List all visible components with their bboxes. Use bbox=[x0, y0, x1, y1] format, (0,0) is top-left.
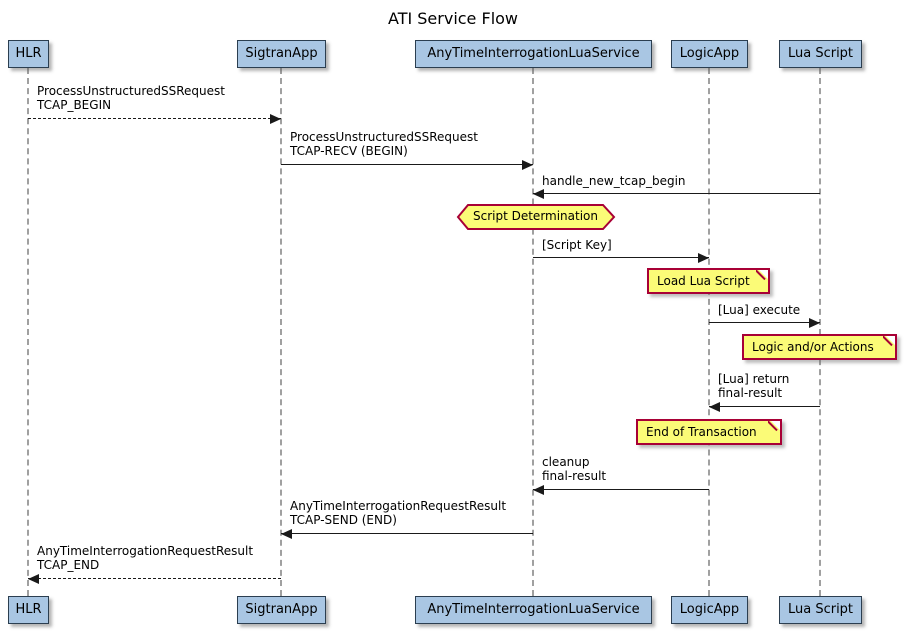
message-line-m4 bbox=[533, 257, 709, 258]
note-fold-edge-icon bbox=[756, 269, 769, 282]
message-line-m5 bbox=[709, 322, 820, 323]
participant-header-hlr[interactable]: HLR bbox=[8, 40, 49, 68]
message-label-m9: AnyTimeInterrogationRequestResult TCAP_E… bbox=[37, 544, 254, 572]
participant-footer-sigtranapp[interactable]: SigtranApp bbox=[237, 596, 326, 624]
lifeline-sigtranapp bbox=[280, 68, 282, 596]
participant-footer-hlr[interactable]: HLR bbox=[8, 596, 49, 624]
lifeline-logicapp bbox=[708, 68, 710, 596]
message-line-m7 bbox=[533, 489, 709, 490]
message-label-m7: cleanup final-result bbox=[542, 455, 607, 483]
participant-header-atiluaservice[interactable]: AnyTimeInterrogationLuaService bbox=[415, 40, 652, 68]
message-label-m4: [Script Key] bbox=[542, 238, 612, 252]
arrow-head-m9 bbox=[28, 574, 39, 584]
message-label-m5: [Lua] execute bbox=[718, 303, 801, 317]
message-line-m8 bbox=[281, 533, 533, 534]
message-label-m3: handle_new_tcap_begin bbox=[542, 174, 686, 188]
message-label-m6: [Lua] return final-result bbox=[718, 372, 790, 400]
note-n2: Load Lua Script bbox=[647, 268, 770, 294]
message-label-m1: ProcessUnstructuredSSRequest TCAP_BEGIN bbox=[37, 84, 225, 112]
participant-header-luascript[interactable]: Lua Script bbox=[779, 40, 862, 68]
arrow-head-m5 bbox=[809, 318, 820, 328]
participant-header-logicapp[interactable]: LogicApp bbox=[671, 40, 748, 68]
arrow-head-m2 bbox=[522, 160, 533, 170]
note-fold-edge-icon bbox=[768, 420, 781, 433]
reference-note-label-n1: Script Determination bbox=[472, 209, 599, 223]
message-label-m8: AnyTimeInterrogationRequestResult TCAP-S… bbox=[290, 499, 507, 527]
lifeline-luascript bbox=[819, 68, 821, 596]
message-line-m6 bbox=[709, 406, 820, 407]
note-fold-edge-icon bbox=[883, 335, 896, 348]
arrow-head-m6 bbox=[709, 402, 720, 412]
arrow-head-m4 bbox=[698, 253, 709, 263]
message-label-m2: ProcessUnstructuredSSRequest TCAP-RECV (… bbox=[290, 130, 478, 158]
arrow-head-m8 bbox=[281, 529, 292, 539]
message-line-m3 bbox=[533, 193, 820, 194]
arrow-head-m3 bbox=[533, 189, 544, 199]
note-n3: Logic and/or Actions bbox=[742, 334, 897, 360]
note-label-n4: End of Transaction bbox=[646, 425, 757, 439]
message-line-m2 bbox=[281, 164, 533, 165]
reference-note-n1: Script Determination bbox=[456, 204, 616, 230]
arrow-head-m7 bbox=[533, 485, 544, 495]
lifeline-hlr bbox=[27, 68, 29, 596]
participant-footer-logicapp[interactable]: LogicApp bbox=[671, 596, 748, 624]
page-title: ATI Service Flow bbox=[387, 9, 519, 28]
note-label-n3: Logic and/or Actions bbox=[752, 340, 874, 354]
arrow-head-m1 bbox=[270, 114, 281, 124]
note-n4: End of Transaction bbox=[636, 419, 782, 445]
lifeline-atiluaservice bbox=[532, 68, 534, 596]
note-label-n2: Load Lua Script bbox=[657, 274, 750, 288]
participant-footer-luascript[interactable]: Lua Script bbox=[779, 596, 862, 624]
participant-header-sigtranapp[interactable]: SigtranApp bbox=[237, 40, 326, 68]
message-line-m1 bbox=[28, 118, 281, 119]
participant-footer-atiluaservice[interactable]: AnyTimeInterrogationLuaService bbox=[415, 596, 652, 624]
message-line-m9 bbox=[28, 578, 281, 579]
